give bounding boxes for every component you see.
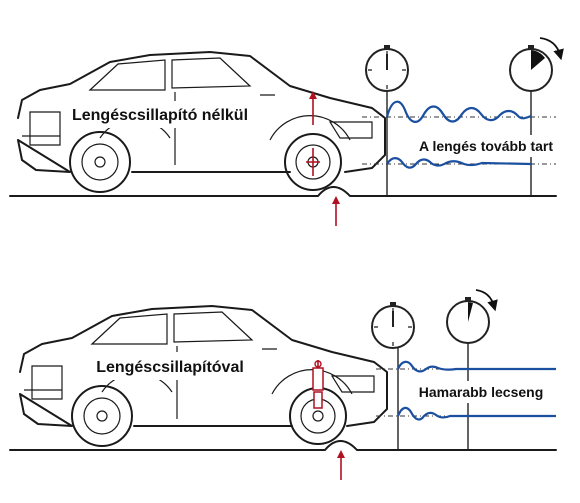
car-label-with-damper: Lengéscsillapítóval <box>96 359 244 376</box>
oscillation-wheel-wave <box>386 157 532 169</box>
result-label-bg <box>415 135 557 157</box>
stopwatch-running-icon <box>446 289 498 344</box>
ground-line <box>9 440 557 451</box>
rear-wheel <box>69 131 131 193</box>
stopwatch-icon <box>365 45 409 92</box>
panel-top <box>9 37 564 226</box>
car-label-bg <box>62 101 258 128</box>
result-label-continues: A lengés tovább tart <box>419 138 553 154</box>
panel-bottom <box>9 289 557 480</box>
shock-absorber-icon <box>312 360 324 409</box>
stopwatch-running-icon <box>509 37 564 92</box>
car-label-no-damper: Lengéscsillapító nélkül <box>72 107 248 124</box>
stopwatch-icon <box>371 302 415 349</box>
result-label-fades: Hamarabb lecseng <box>419 384 544 400</box>
car-without-damper <box>17 51 386 193</box>
damped-wheel-wave <box>396 406 556 421</box>
ground-line <box>9 186 557 197</box>
oscillation-body-wave <box>385 100 532 123</box>
front-wheel <box>284 133 342 191</box>
result-label-bg <box>415 381 547 403</box>
damped-body-wave <box>396 360 556 373</box>
car-with-damper <box>19 305 388 447</box>
car-label-bg <box>80 352 260 380</box>
